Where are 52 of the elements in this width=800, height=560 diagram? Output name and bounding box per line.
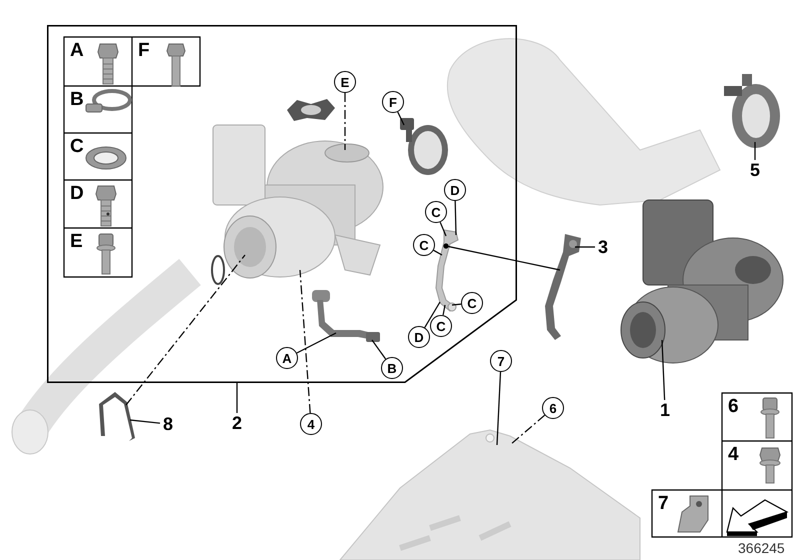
leader-line — [440, 222, 447, 236]
leader-line — [130, 419, 160, 424]
callout-letter: C — [413, 234, 435, 256]
callout-number: 2 — [229, 413, 245, 433]
leader-line — [442, 304, 446, 316]
assembly-line — [344, 93, 346, 150]
assembly-frame — [47, 25, 517, 383]
part-letter: B — [70, 90, 84, 109]
assembly-line — [299, 270, 311, 414]
leader-line — [424, 302, 441, 328]
part-number: 4 — [728, 445, 739, 464]
leader-line — [496, 372, 502, 446]
callout-letter: C — [461, 292, 483, 314]
leader-line — [452, 304, 462, 306]
part-letter: A — [70, 41, 84, 60]
part-letter: C — [70, 137, 84, 156]
diagram-number: 366245 — [738, 541, 785, 555]
leader-line — [296, 332, 336, 354]
callout-number: 7 — [490, 350, 512, 372]
callout-number: 5 — [747, 160, 763, 180]
callout-number: 4 — [300, 413, 322, 435]
callout-letter: D — [444, 179, 466, 201]
callout-number: 8 — [160, 414, 176, 434]
part-number: 7 — [658, 494, 669, 513]
callout-letter: D — [408, 326, 430, 348]
callout-letter: B — [381, 357, 403, 379]
assembly-line — [510, 414, 546, 446]
leader-line — [372, 340, 386, 360]
leader-line — [661, 340, 666, 400]
clamp-ring-drawing — [400, 118, 448, 176]
callout-letter: A — [276, 347, 298, 369]
part-letter: F — [138, 41, 150, 60]
leader-line — [575, 246, 595, 248]
leader-line — [236, 383, 238, 413]
part-letter: D — [70, 184, 84, 203]
leader-line — [397, 112, 405, 126]
callout-letter: C — [425, 201, 447, 223]
callout-number: 1 — [657, 400, 673, 420]
callout-letter: F — [382, 91, 404, 113]
callout-letter: E — [334, 71, 356, 93]
callout-letter: C — [430, 315, 452, 337]
gasket-drawing — [285, 98, 337, 122]
part-number: 6 — [728, 397, 739, 416]
callout-number: 6 — [542, 397, 564, 419]
assembly-line — [126, 254, 246, 406]
underbody-shield-drawing — [340, 428, 640, 560]
leader-line — [433, 250, 442, 256]
leader-line — [454, 200, 457, 236]
leader-line — [754, 142, 756, 160]
callout-number: 3 — [595, 237, 611, 257]
part-letter: E — [70, 232, 83, 251]
leader-line — [443, 243, 560, 271]
